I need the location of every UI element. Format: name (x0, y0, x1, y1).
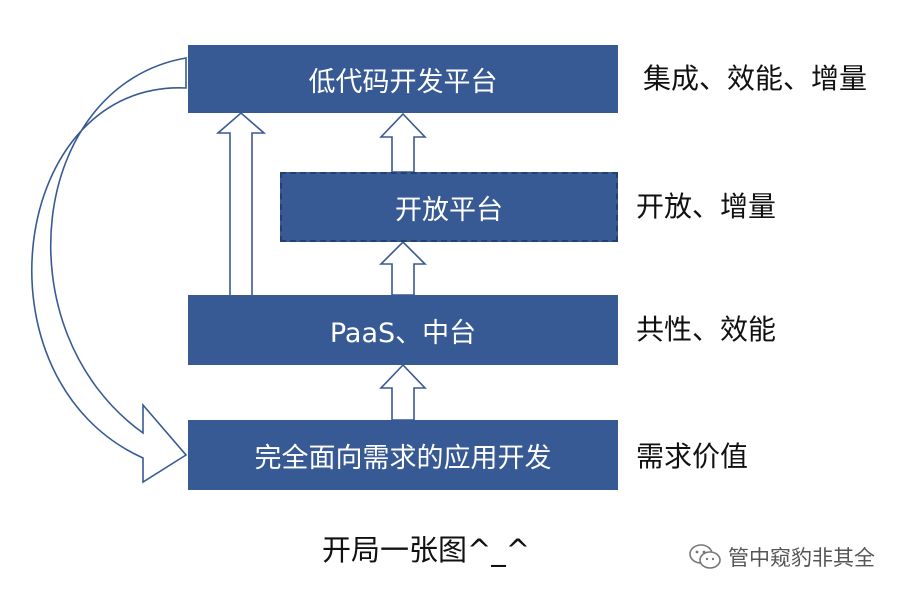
up-arrow-paas-to-open (379, 240, 427, 296)
side-label-lowcode: 集成、效能、增量 (643, 62, 868, 95)
box-open-label: 开放平台 (395, 194, 503, 226)
box-paas-middle-platform: PaaS、中台 (188, 295, 618, 365)
box-app-label: 完全面向需求的应用开发 (254, 442, 552, 474)
up-arrow-app-to-paas (379, 363, 427, 421)
wechat-icon (689, 544, 721, 569)
box-lowcode-platform: 低代码开发平台 (188, 45, 618, 113)
up-arrow-open-to-lowcode (379, 112, 427, 173)
side-label-paas: 共性、效能 (636, 313, 777, 346)
up-arrow-paas-to-lowcode (215, 111, 267, 295)
caption: 开局一张图^_^ (322, 533, 531, 567)
watermark-text: 管中窥豹非其全 (728, 546, 875, 570)
side-label-app: 需求价值 (636, 440, 749, 473)
box-paas-label: PaaS、中台 (329, 317, 477, 349)
box-application-development: 完全面向需求的应用开发 (188, 420, 618, 490)
box-open-platform: 开放平台 (280, 172, 618, 242)
side-label-open: 开放、增量 (636, 190, 777, 223)
box-lowcode-label: 低代码开发平台 (308, 66, 498, 98)
watermark: 管中窥豹非其全 (688, 542, 875, 572)
curved-arrow-lowcode-to-app (31, 57, 188, 484)
